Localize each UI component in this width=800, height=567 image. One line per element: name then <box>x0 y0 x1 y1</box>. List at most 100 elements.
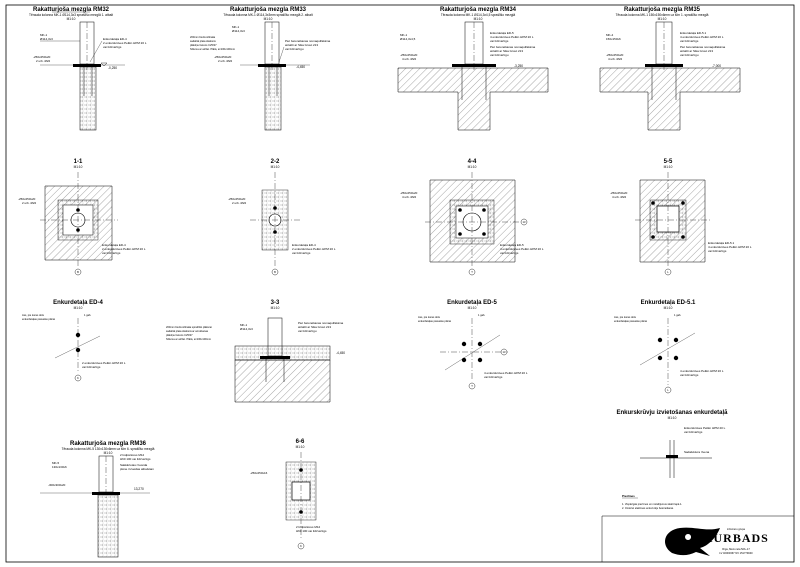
callout-line: Enkurdetaļa ED-5 <box>490 31 514 35</box>
note-line: Ass, pie kuras dots <box>22 313 45 317</box>
callout-line: Pēc betonēšanas nomaquillētāma <box>285 39 331 43</box>
axis-marker: 13 <box>503 350 506 354</box>
member-label: 130x130x6 <box>52 465 67 469</box>
plate-label: 4 urb. Ø22 <box>402 57 417 61</box>
node-rm33: Rakatturjoša mezgla RM33 Tērauda kolonna… <box>190 7 331 131</box>
callout-line: vai līdzvērtīgu <box>298 329 317 333</box>
node-rm36: Rakatturjoša mezgla RM36 Tērauda kolonna… <box>40 441 155 558</box>
callout-line: 2 lūdpārtores M12 <box>296 525 321 529</box>
plate-label: -250x250x16 <box>250 471 268 475</box>
detail-scale: M1:10 <box>668 416 677 420</box>
member-label: MK-1 <box>400 33 407 37</box>
callout-line: Enkurdetaļa ED-4 <box>103 37 127 41</box>
callout-line: Sadaluktura rīvena <box>684 450 710 454</box>
node-subtitle: Tērauda kolonna MK-1 Ø114,3x4,5 sprašlīš… <box>441 13 516 17</box>
section-scale: M1:10 <box>296 445 305 449</box>
callout-line: Enkurdetaļa ED-4 <box>102 243 126 247</box>
callout-line: 4 enkurskrūves Pelikn HPM 20 L <box>500 247 544 251</box>
note-line: plākšņu betons C25/37 <box>190 43 217 47</box>
section-scale: M1:10 <box>664 165 673 169</box>
callout-line: vai līdzvērtīgs <box>292 251 311 255</box>
plate-label: 2 urb. Ø22 <box>36 59 51 63</box>
plate-label: 4 urb. Ø22 <box>612 195 627 199</box>
axis-marker: K <box>77 376 79 380</box>
callout-line: 4 enkurskrūves Pelikn HPM 20 L <box>490 35 534 39</box>
node-title: Rakatturjoša mezgla RM35 <box>624 7 701 13</box>
section-title: 3-3 <box>271 300 280 306</box>
node-title: Rakatturjoša mezgla RM34 <box>440 7 517 13</box>
callout-line: atzalīti ar Sika Grout 213 <box>298 325 331 329</box>
node-title: Rakatturjoša mezgla RM32 <box>33 7 110 13</box>
callout-line: 2 enkurskrūves Pelikn HPM 20 L <box>82 361 126 365</box>
callout-line: Pēc betonēšanas nomaquillētāma <box>680 45 726 49</box>
logo-caption: inženieru grupa <box>727 527 745 531</box>
section-scale: M1:10 <box>468 165 477 169</box>
callout-line: vai līdzvērtīgs <box>102 251 121 255</box>
axis-marker: B <box>77 270 79 274</box>
member-label: MK-1 <box>40 33 47 37</box>
axis-marker: T <box>471 384 473 388</box>
dimension-text: 1 gab. <box>674 313 681 317</box>
member-label: MK-5 <box>52 461 59 465</box>
section-title: 6-6 <box>296 439 305 445</box>
callout-line: atzalīti ar Sika Grout 213 <box>285 43 318 47</box>
node-title: Rakatturjoša mezgla RM36 <box>70 441 147 447</box>
callout-line: plēne rīvveidas atbalstam <box>120 467 155 471</box>
anchor-title: Enkurdetaļa ED-5 <box>447 300 497 306</box>
plate-label: -250x250x20 <box>33 55 51 59</box>
anchor-scale: M1:10 <box>74 306 83 310</box>
callout-line: Sakkārtotas rīvveida <box>120 463 148 467</box>
note-line: plākšņu betons C25/37 <box>166 333 193 337</box>
section-scale: M1:10 <box>271 165 280 169</box>
callout-line: Pēc betonēšanas nomaquillētāma <box>298 321 344 325</box>
axis-marker: K <box>300 544 302 548</box>
logo-address: Rīga, Meiru iela 52b–17 <box>722 547 750 551</box>
callout-line: vai līdzvērtīgs <box>708 249 727 253</box>
axis-marker: 13 <box>523 220 526 224</box>
node-subtitle: Tērauda kolonna MK-1 Ø114,3x3 sprašlīšo … <box>29 13 113 17</box>
note-line: enkurdetaļas piesaiste plānā <box>22 317 55 321</box>
section-scale: M1:10 <box>74 165 83 169</box>
plate-label: -250x250x20 <box>610 191 628 195</box>
section-title: 1-1 <box>74 159 83 165</box>
anchor-ed-5-1: Enkurdetaļa ED-5.1 M1:10 Ass, pie kuras … <box>614 300 724 394</box>
callout-line: atzalīti ar Sika Grout 213 <box>680 49 713 53</box>
plate-label: 4 urb. Ø22 <box>402 195 417 199</box>
member-label: Ø114,3x3 <box>40 37 53 41</box>
section-2-2: 2-2 M1:10 -250x250x20 2 urb. Ø22 Enkurde… <box>228 159 336 276</box>
anchor-title: Enkurdetaļa ED-4 <box>53 300 103 306</box>
member-label: Ø114,3x3 <box>240 327 253 331</box>
anchor-scale: M1:10 <box>468 306 477 310</box>
callout-line: vai līdzvērtīgu <box>680 53 699 57</box>
node-rm32: Rakatturjoša mezgla RM32 Tērauda kolonna… <box>29 7 147 131</box>
logo-name: KURBADS <box>703 531 769 545</box>
axis-marker: L <box>667 388 669 392</box>
callout-line: vai līdzvērtīgs <box>680 373 699 377</box>
member-label: MK-4 <box>606 33 613 37</box>
callout-line: vai līdzvērtīgs <box>500 251 519 255</box>
callout-line: vai līdzvērtīgs <box>82 365 101 369</box>
note-line: Ass, pie kuras dots <box>614 315 637 319</box>
callout-line: 4 enkurskrūves Pelikn HPM 20 L <box>680 369 724 373</box>
note-line: Siltuma ar aizliet. Plātā, a=100x100mm <box>166 337 211 341</box>
plate-label: 2 urb. Ø22 <box>218 59 233 63</box>
section-6-6: 6-6 M1:10 -250x250x16 2 lūdpārtores M12 … <box>250 439 327 550</box>
level-mark: -3,250 <box>514 64 523 68</box>
section-3-3: 3-3 M1:10 200mm biezā siltināta sprašlīš… <box>166 300 345 403</box>
plate-label: -250x250x20 <box>214 55 232 59</box>
sheet-frame <box>5 4 795 563</box>
dimension-text: 1 gab. <box>84 313 91 317</box>
node-rm34: Rakatturjoša mezgla RM34 Tērauda kolonna… <box>397 7 549 131</box>
plate-label: 2 urb. Ø22 <box>232 201 247 205</box>
callout-line: 2 enkurskrūves Pelikn HPM 20 L <box>103 41 147 45</box>
node-title: Rakatturjoša mezgla RM33 <box>230 7 307 13</box>
level-mark: 13,270 <box>134 487 144 491</box>
callout-line: Enkurdetaļa ED-5 <box>500 243 524 247</box>
section-1-1: 1-1 M1:10 -250x250x20 2 urb. Ø22 Enkurde… <box>18 159 146 276</box>
note-line: Siltuma ar aizliet. Plātā, a=100x100mm <box>190 47 235 51</box>
callout-line: H60 100 vai līdzvērtīgs <box>296 529 327 533</box>
node-rm35: Rakatturjoša mezgla RM35 Tērauda kolonna… <box>599 7 741 131</box>
callout-line: H60 100 vai līdzvērtīgs <box>120 457 151 461</box>
callout-line: Pēc betonēšanas nomaquillētāma <box>490 45 536 49</box>
note-line: 200mm biezā siltināta sprašlīšo plāksnē <box>166 325 212 329</box>
